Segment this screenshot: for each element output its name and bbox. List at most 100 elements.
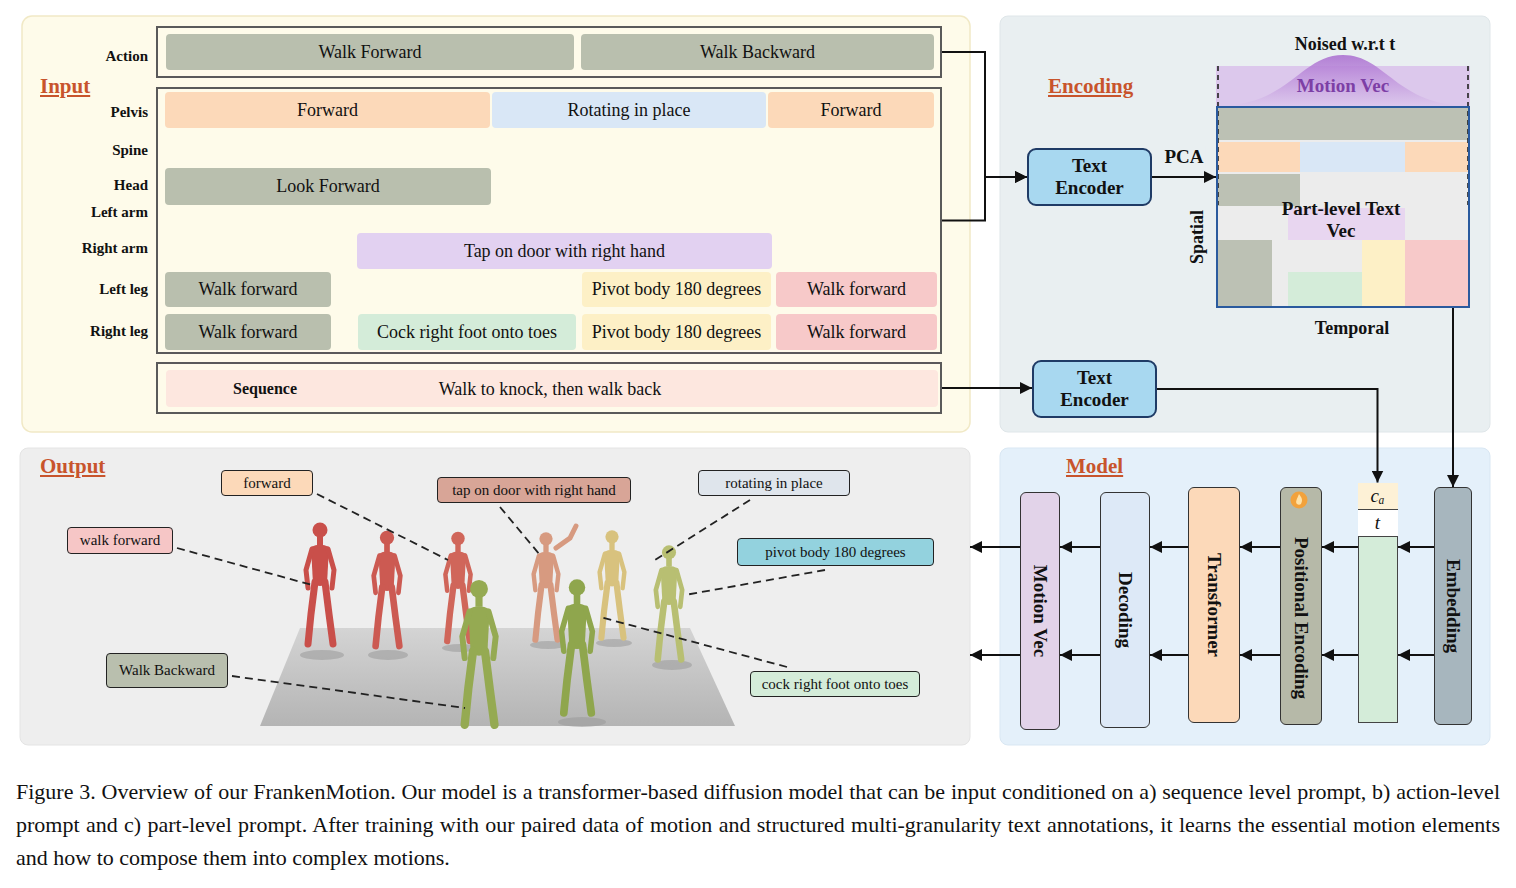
drawn-shape (177, 548, 312, 585)
token-column: cₐ t (1358, 483, 1398, 723)
callout-label: cock right foot onto toes (750, 671, 920, 697)
drawn-shape (317, 494, 448, 560)
drawn-shape (1362, 240, 1405, 272)
vertical-text: Embedding (1442, 559, 1464, 653)
connector (1150, 546, 1188, 548)
callout-text: cock right foot onto toes (762, 676, 909, 693)
drawn-shape (1218, 142, 1300, 172)
segment-text: Pivot body 180 degrees (592, 322, 761, 343)
edge-label: PCA (1162, 146, 1205, 168)
panel-heading: Output (40, 454, 105, 479)
drawn-shape (368, 650, 408, 660)
callout-label: walk forward (67, 527, 173, 554)
figure-caption: Figure 3. Overview of our FrankenMotion.… (16, 775, 1500, 874)
row-label: Right arm (82, 240, 148, 257)
encoder-text: Text Encoder (1040, 155, 1140, 199)
callout-text: Walk Backward (119, 662, 215, 679)
segment-text: Walk forward (198, 279, 297, 300)
connector (1398, 546, 1434, 548)
drawn-shape (1288, 272, 1362, 306)
connector (1398, 654, 1434, 656)
callout-text: walk forward (80, 532, 160, 549)
connector (1240, 546, 1280, 548)
axis-label: Temporal (1315, 318, 1389, 339)
drawn-shape (600, 530, 625, 637)
segment-box: Walk forward (776, 314, 937, 350)
vertical-text: Transformer (1203, 553, 1225, 657)
segment-box: Pivot body 180 degrees (582, 272, 771, 307)
sequence-tag: Sequence (233, 380, 297, 398)
segment-box: Walk forward (165, 272, 331, 307)
connector (1240, 654, 1280, 656)
input-panel-ground (22, 16, 970, 432)
sequence-text: Walk to knock, then walk back (439, 378, 662, 399)
callout-text: rotating in place (725, 475, 822, 492)
sequence-bar: Sequence Walk to knock, then walk back (166, 370, 938, 407)
connector (1060, 654, 1100, 656)
grid-text: Part-level Text Vec (1266, 198, 1416, 242)
model-panel-ground (1000, 448, 1490, 745)
segment-box: Forward (768, 92, 934, 128)
panel: EncodingText EncoderText EncoderMotion V… (1000, 16, 1490, 432)
layer-block: Embedding (1434, 487, 1472, 725)
row-label: Left leg (99, 281, 148, 298)
drawn-shape (306, 523, 334, 645)
callout-label: Walk Backward (106, 653, 228, 688)
segment-box: Pivot body 180 degrees (582, 314, 771, 350)
drawn-shape (556, 526, 576, 548)
drawn-shape (300, 650, 344, 660)
group-frame: Sequence Walk to knock, then walk back (156, 362, 942, 414)
panel-heading: Encoding (1048, 74, 1133, 99)
segment-text: Forward (821, 100, 882, 121)
drawn-shape (500, 507, 540, 555)
drawn-shape (1218, 240, 1272, 272)
segment-text: Cock right foot onto toes (377, 322, 557, 343)
drawn-shape (232, 676, 465, 708)
output-panel-ground (20, 448, 970, 745)
axis-label: Noised w.r.t t (1295, 34, 1395, 55)
vertical-text: Motion Vec (1029, 565, 1051, 657)
segment-text: Walk forward (807, 322, 906, 343)
drawn-shape (1300, 142, 1405, 172)
panel-heading: Model (1066, 454, 1123, 479)
segment-text: Look Forward (276, 176, 379, 197)
encoder-box: Text Encoder (1032, 360, 1157, 418)
token-text: cₐ (1371, 485, 1385, 507)
drawn-shape (558, 717, 606, 727)
connector (942, 387, 1032, 389)
drawn-shape (656, 545, 682, 659)
drawn-shape (655, 500, 750, 560)
group-frame: Forward Rotating in place ForwardLook Forw… (156, 87, 942, 354)
panel: InputWalk ForwardWalk BackwardForwardRot… (22, 16, 970, 432)
layer-block: Motion Vec (1020, 492, 1060, 730)
segment-text: Pivot body 180 degrees (592, 279, 761, 300)
vertical-text: Decoding (1114, 572, 1136, 648)
dashed-guide (1218, 66, 1468, 205)
segment-text: Forward (297, 100, 358, 121)
segment-text: Tap on door with right hand (464, 241, 665, 262)
callout-label: tap on door with right hand (437, 477, 631, 503)
layer-block: Transformer (1188, 487, 1240, 723)
group-frame: Walk ForwardWalk Backward (156, 26, 942, 78)
connector (1452, 308, 1454, 487)
callout-label: forward (221, 470, 313, 496)
segment-text: Walk forward (198, 322, 297, 343)
connector (970, 546, 1020, 548)
segment-text: Rotating in place (568, 100, 691, 121)
row-label: Left arm (91, 204, 148, 221)
band-text: Motion Vec (1297, 75, 1389, 97)
drawn-shape (462, 580, 495, 725)
axis-label: Spatial (1187, 210, 1208, 264)
connector (1060, 546, 1100, 548)
encoding-panel-ground (1000, 16, 1490, 432)
connector (942, 52, 1027, 177)
token-cell: t (1358, 510, 1398, 537)
row-label: Spine (112, 142, 148, 159)
connector (1322, 654, 1358, 656)
segment-box: Tap on door with right hand (357, 233, 772, 269)
segment-text: Walk Forward (318, 42, 421, 63)
layer-block: Decoding (1100, 492, 1150, 728)
drawn-shape (1218, 108, 1468, 140)
